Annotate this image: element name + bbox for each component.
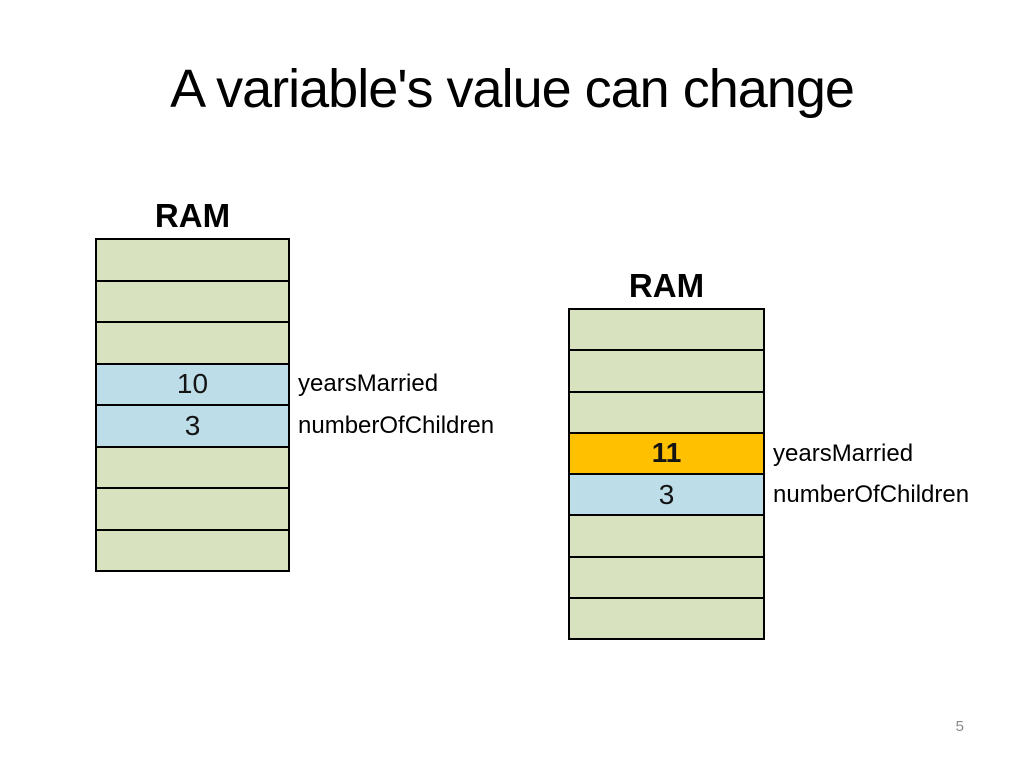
memory-cell	[97, 321, 288, 363]
variable-label: numberOfChildren	[298, 411, 495, 439]
memory-cell	[97, 279, 288, 321]
memory-cell: 11	[570, 431, 763, 473]
variable-label: yearsMarried	[773, 439, 914, 467]
page-number: 5	[955, 718, 964, 735]
memory-cell	[570, 310, 763, 350]
memory-cell	[570, 349, 763, 391]
variable-label: yearsMarried	[298, 370, 439, 398]
memory-cell	[570, 555, 763, 597]
memory-cell	[97, 445, 288, 487]
memory-cell	[570, 596, 763, 638]
ram-heading-before: RAM	[154, 197, 231, 234]
variable-label: numberOfChildren	[773, 480, 970, 508]
memory-cell	[570, 514, 763, 556]
ram-heading-after: RAM	[628, 267, 705, 304]
slide-title: A variable's value can change	[170, 59, 855, 119]
memory-cell: 3	[570, 473, 763, 515]
memory-cell	[570, 390, 763, 432]
memory-cell	[97, 240, 288, 280]
memory-cell	[97, 528, 288, 570]
memory-cell: 3	[97, 404, 288, 446]
memory-cell: 10	[97, 362, 288, 404]
memory-cell	[97, 487, 288, 529]
